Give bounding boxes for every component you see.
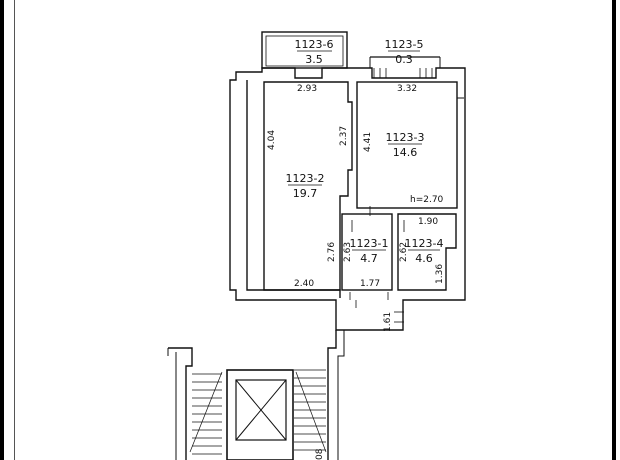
- room-1123-5-id: 1123-5: [385, 38, 424, 51]
- room-1123-2-id: 1123-2: [286, 172, 325, 185]
- room-1123-1-id: 1123-1: [350, 237, 389, 250]
- elevator-shaft: [235, 379, 287, 441]
- room-1123-1-area: 4.7: [360, 252, 378, 265]
- stair-treads-left: [189, 371, 223, 455]
- dim-08: 08: [315, 448, 325, 460]
- room-1123-3-outline: [356, 81, 458, 209]
- ceiling-height-label: h=2.70: [410, 195, 444, 205]
- dim-4-04: 4.04: [267, 130, 277, 150]
- room-1123-6-id: 1123-6: [295, 38, 334, 51]
- dim-1-61: 1.61: [383, 312, 393, 332]
- room-1123-4-area: 4.6: [415, 252, 433, 265]
- page-edge-right: [612, 0, 616, 460]
- room-1123-2-area: 19.7: [293, 187, 318, 200]
- dim-2-93: 2.93: [297, 84, 317, 94]
- room-1123-1-outline: [341, 213, 393, 291]
- dim-2-76: 2.76: [327, 242, 337, 262]
- page-margin-line: [14, 0, 15, 460]
- stair-treads-right: [294, 369, 327, 453]
- corridor-wall: [327, 330, 337, 460]
- dim-1-90: 1.90: [418, 217, 438, 227]
- dim-2-63: 2.63: [343, 242, 353, 262]
- page-edge-left: [0, 0, 4, 460]
- room-1123-6-inner: [265, 35, 344, 67]
- room-1123-5-area: 0.3: [395, 53, 413, 66]
- outer-wall: [229, 67, 466, 331]
- stair-wall: [168, 347, 193, 460]
- room-1123-6-outline: [261, 31, 348, 69]
- dim-4-41: 4.41: [363, 132, 373, 152]
- room-1123-4-outline: [397, 213, 457, 291]
- room-1123-2-outline: [263, 81, 353, 291]
- dim-1-77: 1.77: [360, 279, 380, 289]
- dim-2-37: 2.37: [339, 126, 349, 146]
- room-1123-3-id: 1123-3: [386, 131, 425, 144]
- room-1123-6-area: 3.5: [305, 53, 323, 66]
- room-1123-3-area: 14.6: [393, 146, 418, 159]
- dim-3-32: 3.32: [397, 84, 417, 94]
- dim-1-36: 1.36: [435, 264, 445, 284]
- room-1123-4-id: 1123-4: [405, 237, 444, 250]
- elevator-shaft-outer: [226, 369, 294, 460]
- dim-2-40: 2.40: [294, 279, 314, 289]
- dim-2-62: 2.62: [399, 242, 409, 262]
